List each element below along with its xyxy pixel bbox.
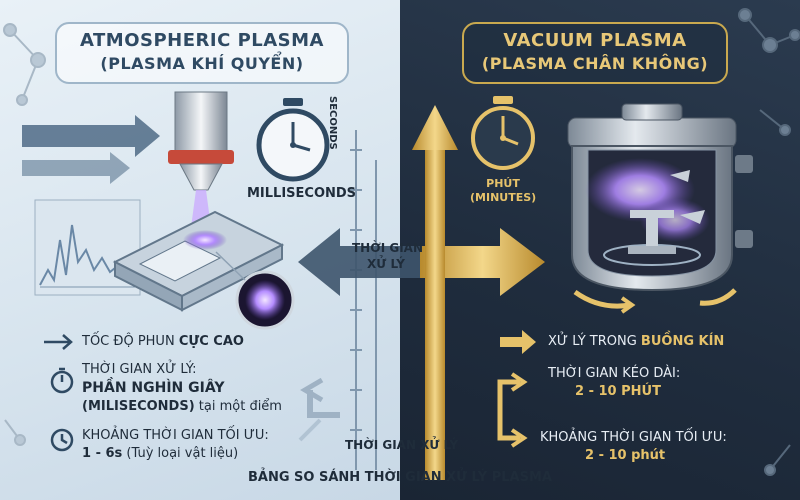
process-time-line2: XỬ LÝ (367, 257, 405, 271)
optimal-label-right: KHOẢNG THỜI GIAN TỐI ƯU: (540, 430, 727, 445)
seconds-axis (350, 130, 377, 470)
speed-text-prefix: TỐC ĐỘ PHUN (82, 334, 179, 349)
time-value-rest-bold: (MILISECONDS) (82, 399, 195, 414)
minutes-axis-arrow (412, 105, 458, 480)
time-value-bold: PHẦN NGHÌN GIÂY (82, 380, 225, 396)
atmospheric-title: ATMOSPHERIC PLASMA (PLASMA KHÍ QUYỂN) (55, 22, 349, 84)
speed-arrow-icon (44, 334, 73, 350)
molecule-decoration-right (738, 8, 800, 476)
stopwatch-icon-right (471, 96, 535, 170)
molecule-decoration-left (3, 23, 46, 446)
stopwatch-small-icon (50, 367, 74, 394)
seconds-axis-label: SECONDS (327, 96, 338, 150)
atmospheric-title-line2: (PLASMA KHÍ QUYỂN) (100, 54, 304, 73)
speed-text: TỐC ĐỘ PHUN CỰC CAO (82, 334, 244, 349)
milliseconds-label: MILLISECONDS (247, 186, 357, 201)
duration-label: THỜI GIAN KÉO DÀI: (548, 366, 681, 381)
chamber-flow-arrows (573, 288, 737, 314)
optimal-value-right: 2 - 10 phút (585, 448, 666, 463)
time-label: THỜI GIAN XỬ LÝ: (82, 362, 197, 377)
return-arrow (298, 377, 340, 442)
minutes-label-line1: PHÚT (486, 177, 520, 190)
minutes-label-line2: (MINUTES) (470, 191, 537, 204)
time-value-rest: (MILISECONDS) tại một điểm (82, 399, 282, 414)
process-time-arrow (298, 228, 545, 296)
substrate-tray (112, 210, 285, 312)
chamber-text: XỬ LÝ TRONG BUỒNG KÍN (548, 334, 724, 349)
footer-caption: BẢNG SO SÁNH THỜI GIAN XỬ LÝ PLASMA (248, 470, 552, 485)
vacuum-title-line2: (PLASMA CHÂN KHÔNG) (481, 54, 709, 73)
plasma-zoom-circle (215, 251, 295, 330)
right-branch-arrows (497, 372, 528, 448)
vacuum-title-line1: VACUUM PLASMA (503, 30, 687, 51)
time-value-rest-text: tại một điểm (194, 399, 282, 414)
vacuum-title: VACUUM PLASMA (PLASMA CHÂN KHÔNG) (462, 22, 728, 84)
right-bullet-arrows (500, 330, 536, 354)
chamber-text-bold: BUỒNG KÍN (640, 334, 725, 349)
optimal-label-left: KHOẢNG THỜI GIAN TỐI ƯU: (82, 428, 269, 443)
vacuum-chamber (567, 103, 753, 292)
bottom-axis-label: THỜI GIAN XỬ LÝ (345, 438, 459, 452)
optimal-value-left-bold: 1 - 6s (82, 446, 123, 461)
stopwatch-icon-left (256, 98, 330, 182)
duration-value: 2 - 10 PHÚT (575, 384, 661, 399)
optimal-value-left-rest: (Tuỳ loại vật liệu) (122, 446, 239, 461)
atmospheric-title-line1: ATMOSPHERIC PLASMA (80, 30, 324, 51)
clock-small-icon (50, 428, 74, 452)
speed-arrows (22, 115, 160, 184)
minutes-label: PHÚT (MINUTES) (470, 177, 536, 205)
process-time-label: THỜI GIAN XỬ LÝ (352, 240, 423, 272)
process-time-line1: THỜI GIAN (352, 241, 423, 255)
speed-text-bold: CỰC CAO (178, 334, 244, 349)
optimal-value-left: 1 - 6s (Tuỳ loại vật liệu) (82, 446, 238, 461)
plasma-nozzle (168, 91, 234, 235)
chamber-text-prefix: XỬ LÝ TRONG (548, 334, 641, 349)
